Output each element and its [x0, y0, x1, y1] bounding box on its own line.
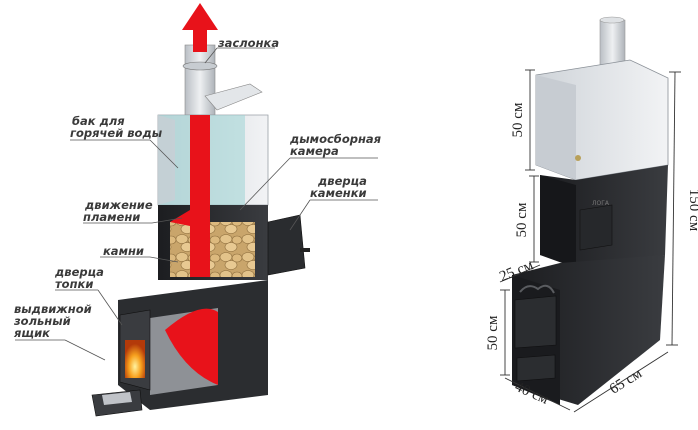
fire-window [125, 340, 145, 378]
flame-motion-label-line1: движение [85, 198, 153, 212]
dimension-lines [499, 69, 681, 413]
damper-ring [182, 61, 218, 71]
ash-drawer-label-line2: зольный [14, 314, 71, 328]
flame-path [165, 308, 218, 385]
firebox-door-label-line1: дверца [55, 265, 104, 279]
smoke-chamber-label-line1: дымосборная [290, 132, 382, 146]
right-heater-door [579, 204, 613, 251]
svg-text:ЛОГА: ЛОГА [592, 200, 610, 207]
damper-label: заслонка [218, 36, 280, 50]
smoke-exit-arrow [182, 3, 218, 52]
dim-tank-height: 50 см [510, 102, 526, 137]
hot-water-tank-label-line1: бак для [72, 114, 125, 128]
right-firebox-door [514, 295, 557, 349]
smoke-chamber-label-line2: камера [290, 144, 339, 158]
stones-chamber [170, 222, 255, 277]
dim-depth: 65 см [607, 365, 646, 397]
flue-in-tank [190, 115, 210, 210]
dim-firebox-height: 50 см [485, 315, 501, 350]
hot-water-tank-label-line2: горячей воды [70, 126, 163, 140]
ash-drawer-label-line1: выдвижной [14, 302, 92, 316]
right-ash-door [516, 354, 556, 382]
stones-label: камни [103, 244, 144, 258]
heater-door-label-line1: дверца [318, 174, 367, 188]
flame-motion-label-line2: пламени [83, 210, 141, 224]
finished-stove: ЛОГА [512, 16, 669, 405]
leader-lines [15, 47, 378, 361]
dim-step-depth: 25 см [497, 257, 536, 285]
heater-door-label-line2: каменки [310, 186, 367, 200]
ash-drawer-label-line3: ящик [14, 326, 50, 340]
damper-flap [204, 83, 263, 111]
cutaway-stove [91, 3, 310, 417]
dim-heater-height: 50 см [514, 202, 530, 237]
heater-door [267, 214, 306, 276]
dim-width: 40 см [512, 379, 551, 408]
flame-motion-arrow [170, 210, 200, 228]
firebox-door-label-line2: топки [55, 277, 94, 291]
dim-total-height: 150 см [686, 189, 698, 232]
